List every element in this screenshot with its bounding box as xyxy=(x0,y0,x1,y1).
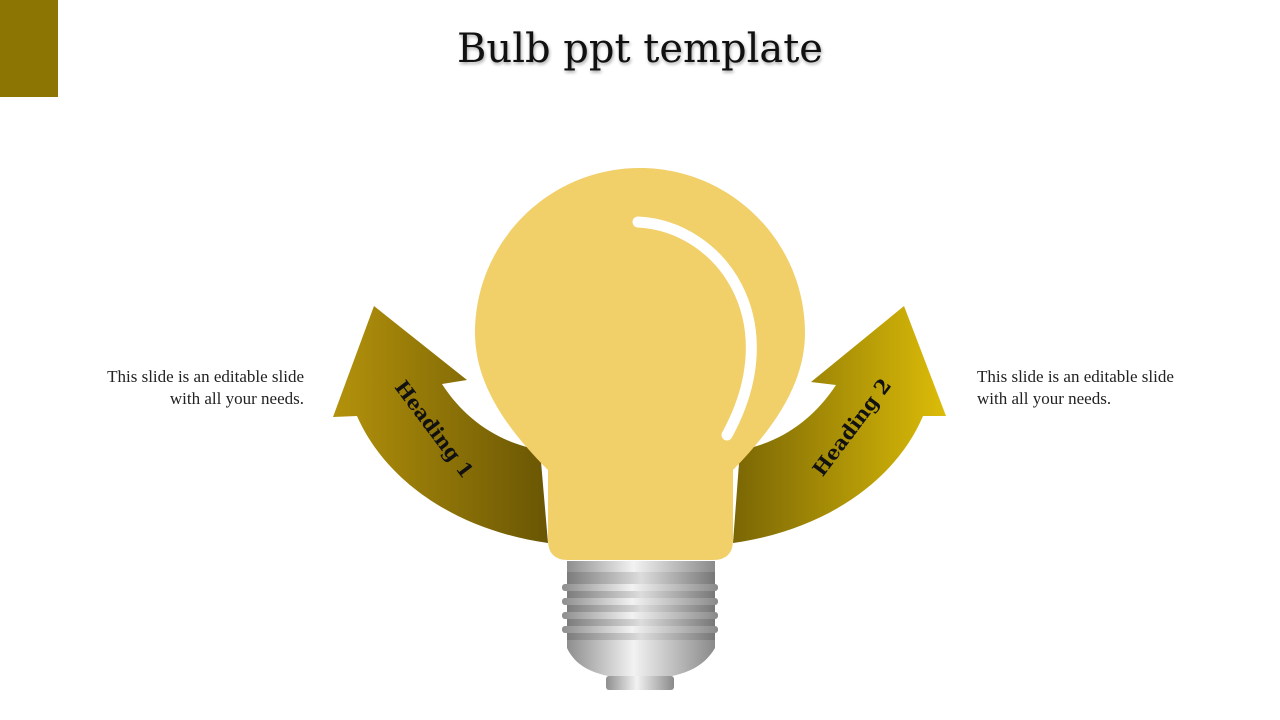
bulb-base-tip xyxy=(606,676,674,690)
right-arrow xyxy=(733,306,946,543)
left-description-line2: with all your needs. xyxy=(169,389,304,408)
left-arrow xyxy=(333,306,548,543)
right-description-line1: This slide is an editable slide xyxy=(977,367,1174,386)
right-description: This slide is an editable slide with all… xyxy=(977,366,1217,410)
left-description-line1: This slide is an editable slide xyxy=(107,367,304,386)
bulb-base-neck xyxy=(567,640,715,676)
bulb-base-collar xyxy=(567,561,715,573)
left-description: This slide is an editable slide with all… xyxy=(64,366,304,410)
bulb-screw-threads xyxy=(562,572,718,640)
bulb-highlight xyxy=(632,216,757,441)
right-description-line2: with all your needs. xyxy=(977,389,1112,408)
slide-title: Bulb ppt template xyxy=(457,26,823,72)
corner-accent-block xyxy=(0,0,58,97)
